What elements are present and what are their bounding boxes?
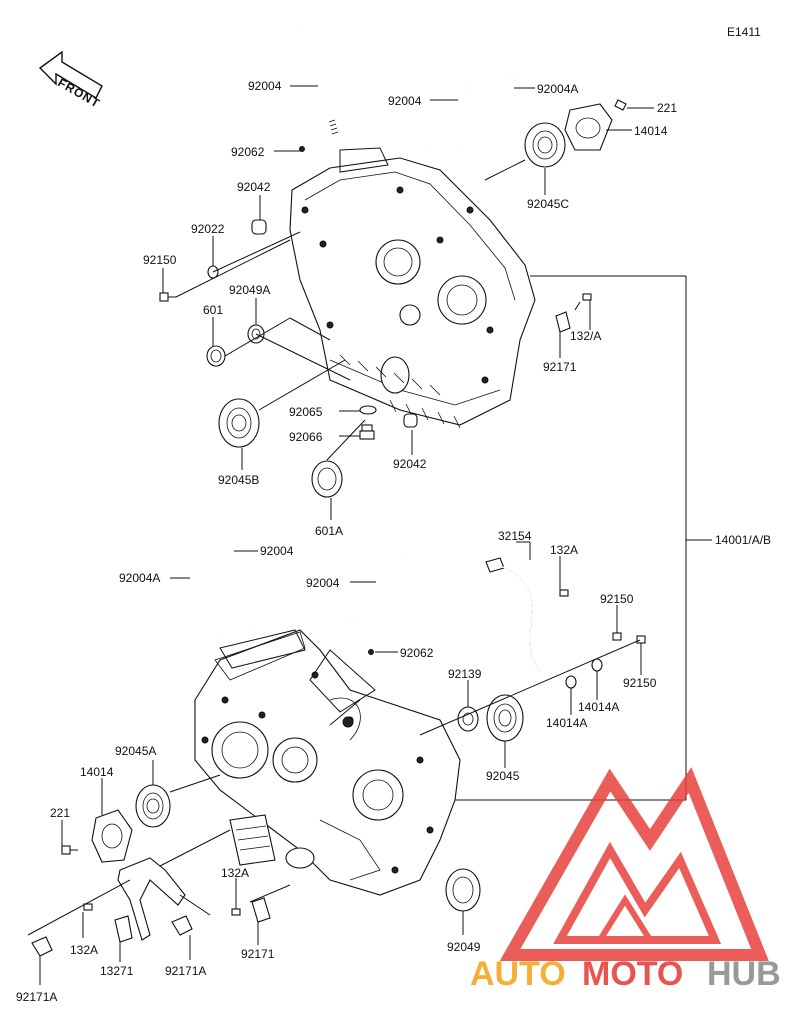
- label-lower-bolt-92150b: 92150: [623, 676, 657, 690]
- label-upper-stud-long: 92004: [248, 79, 282, 93]
- diagram-code: E1411: [727, 25, 761, 39]
- label-upper-pin-92062: 92062: [231, 145, 265, 159]
- lower-hose-32154: [485, 557, 541, 671]
- label-upper-stud-mid: 92004: [388, 94, 422, 108]
- label-lower-bolt-92150a: 92150: [600, 592, 634, 606]
- upper-stud-long: [297, 29, 342, 151]
- label-upper-seal-601: 601: [203, 303, 223, 317]
- label-upper-stud-a: 92004A: [537, 82, 578, 96]
- label-upper-dowel-92042: 92042: [237, 180, 271, 194]
- lower-crankcase-half: [194, 629, 461, 896]
- lower-stud-92004a: [181, 519, 220, 636]
- label-lower-bolt-221: 221: [50, 806, 70, 820]
- label-upper-bearing-92045b: 92045B: [218, 473, 259, 487]
- upper-leader-lines: [162, 85, 654, 520]
- label-upper-bearing-601a: 601A: [315, 524, 343, 538]
- label-upper-washer-92065: 92065: [289, 405, 323, 419]
- label-upper-seal-92049a: 92049A: [229, 283, 270, 297]
- label-upper-bolt-132a: 132/A: [570, 329, 601, 343]
- label-lower-stud-92004a: 92004A: [119, 571, 160, 585]
- label-lower-plate-14014: 14014: [80, 765, 114, 779]
- label-assembly: 14001/A/B: [715, 533, 771, 547]
- label-upper-plate-14014: 14014: [634, 124, 668, 138]
- lower-clamp-92171a-b: [171, 915, 193, 936]
- label-upper-bolt-221: 221: [657, 101, 677, 115]
- lower-cap-14014a-a: [591, 658, 603, 672]
- label-lower-cap-14014a-b: 14014A: [546, 716, 587, 730]
- upper-bearing-601a: [311, 460, 343, 498]
- label-lower-clamp-92171: 92171: [241, 947, 275, 961]
- lower-bolt-132a-c: [231, 908, 241, 916]
- upper-washer-92065: [359, 405, 377, 415]
- lower-bearing-92045: [486, 694, 524, 742]
- upper-bolt-132a: [574, 293, 592, 311]
- lower-pin-92062: [368, 649, 374, 655]
- label-lower-collar-92139: 92139: [448, 667, 482, 681]
- label-lower-bolt-132a-a: 132A: [550, 543, 578, 557]
- lower-bearing-92045a: [135, 784, 171, 828]
- lower-seal-92049: [445, 868, 481, 912]
- lower-clamp-92171a-a: [31, 936, 53, 957]
- watermark-auto-text: AUTO: [470, 955, 566, 993]
- lower-bolt-92150a: [612, 632, 622, 641]
- upper-clamp-92171: [555, 311, 571, 333]
- upper-crankcase-half: [289, 157, 536, 429]
- upper-pin-92062: [299, 146, 305, 152]
- label-lower-bearing-92045: 92045: [486, 769, 520, 783]
- upper-dowel-92042b: [403, 413, 418, 428]
- lower-collar-92139: [457, 706, 479, 732]
- upper-stud-a: [458, 77, 514, 151]
- lower-bolt-92150b: [636, 635, 646, 644]
- upper-stud-mid: [423, 87, 470, 151]
- upper-dowel-92042: [251, 219, 267, 235]
- label-upper-bolt-92150: 92150: [143, 253, 177, 267]
- watermark-moto-text: MOTO: [582, 955, 683, 993]
- label-upper-clamp-92171: 92171: [543, 360, 577, 374]
- label-lower-stud-92004: 92004: [260, 544, 294, 558]
- label-lower-pin-92062: 92062: [400, 646, 434, 660]
- lower-stud-92004: [211, 511, 252, 631]
- lower-clamp-92171: [251, 897, 271, 923]
- label-upper-bearing-92045c: 92045C: [527, 197, 569, 211]
- lower-stud-92004b: [351, 552, 402, 619]
- upper-bearing-92045c: [524, 122, 566, 168]
- label-upper-plug-92066: 92066: [289, 430, 323, 444]
- lower-bolt-132a-b: [83, 903, 93, 911]
- label-lower-bearing-92045a: 92045A: [115, 744, 156, 758]
- label-lower-bracket-13271: 13271: [100, 964, 134, 978]
- lower-bracket-13271: [114, 857, 186, 943]
- upper-seal-92049a: [247, 324, 265, 344]
- lower-plate-14014: [91, 809, 133, 863]
- front-arrow-icon: FRONT: [38, 50, 103, 111]
- label-lower-cap-14014a-a: 14014A: [578, 700, 619, 714]
- assembly-bracket-lines: [440, 275, 712, 801]
- lower-bolt-132a-a: [559, 589, 569, 597]
- label-lower-bolt-132a-c: 132A: [221, 866, 249, 880]
- label-lower-bolt-132a-b: 132A: [70, 943, 98, 957]
- watermark-hub-text: HUB: [707, 955, 781, 993]
- automotohub-logo: [499, 767, 769, 961]
- upper-plug-92066: [359, 424, 375, 440]
- label-lower-clamp-92171a-b: 92171A: [165, 964, 206, 978]
- label-lower-seal-92049: 92049: [447, 940, 481, 954]
- label-lower-hose-32154: 32154: [498, 529, 532, 543]
- upper-bolt-92150: [159, 292, 176, 302]
- lower-leader-lines: [27, 541, 642, 985]
- upper-plate-14014: [564, 99, 627, 151]
- upper-bearing-92045b: [218, 398, 260, 448]
- label-upper-washer-92022: 92022: [191, 222, 225, 236]
- label-upper-dowel-92042b: 92042: [393, 457, 427, 471]
- lower-bolt-221: [61, 845, 78, 855]
- upper-seal-601: [206, 345, 226, 367]
- lower-cap-14014a-b: [565, 675, 577, 689]
- automotohub-wordmark: AUTO MOTO HUB: [470, 955, 781, 993]
- label-lower-clamp-92171a-a: 92171A: [16, 990, 57, 1004]
- label-lower-stud-92004b: 92004: [306, 576, 340, 590]
